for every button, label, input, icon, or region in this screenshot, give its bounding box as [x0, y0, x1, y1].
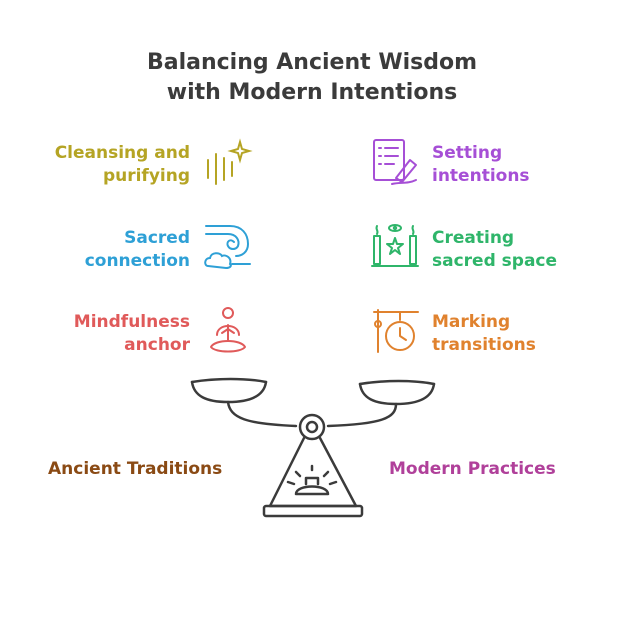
- item-mindfulness-line-1: Mindfulness: [73, 312, 190, 332]
- writing-list-icon: [373, 139, 417, 185]
- gong-clock-icon: [373, 309, 419, 353]
- item-sacred-connection: Sacred connection: [20, 227, 190, 273]
- ancient-traditions-label: Ancient Traditions: [48, 459, 223, 479]
- meditation-icon: [210, 307, 246, 353]
- wind-cloud-icon: [204, 225, 251, 270]
- item-mindfulness: Mindfulness anchor: [20, 311, 190, 357]
- candles-icon: [371, 224, 419, 267]
- item-creating-sacred-space: Creating sacred space: [432, 227, 612, 273]
- item-setting-intentions-line-1: Setting: [432, 143, 503, 163]
- diagram-title: Balancing Ancient Wisdom with Modern Int…: [0, 48, 624, 108]
- item-cleansing-line-2: purifying: [102, 166, 190, 186]
- item-cleansing-line-1: Cleansing and: [54, 143, 190, 163]
- title-line-2: with Modern Intentions: [166, 80, 458, 105]
- item-marking-transitions-line-2: transitions: [432, 335, 536, 355]
- item-sacred-connection-line-2: connection: [84, 251, 190, 271]
- item-sacred-connection-line-1: Sacred: [124, 228, 190, 248]
- item-cleansing: Cleansing and purifying: [20, 142, 190, 188]
- item-marking-transitions: Marking transitions: [432, 311, 612, 357]
- item-creating-sacred-space-line-2: sacred space: [432, 251, 558, 271]
- item-creating-sacred-space-line-1: Creating: [432, 228, 515, 248]
- item-setting-intentions-line-2: intentions: [432, 166, 530, 186]
- item-marking-transitions-line-1: Marking: [432, 312, 511, 332]
- modern-practices-label: Modern Practices: [389, 459, 556, 479]
- title-line-1: Balancing Ancient Wisdom: [146, 50, 478, 75]
- sparkle-icon: [207, 138, 253, 185]
- item-setting-intentions: Setting intentions: [432, 142, 612, 188]
- balance-scale-icon: [190, 377, 436, 518]
- item-mindfulness-line-2: anchor: [124, 335, 190, 355]
